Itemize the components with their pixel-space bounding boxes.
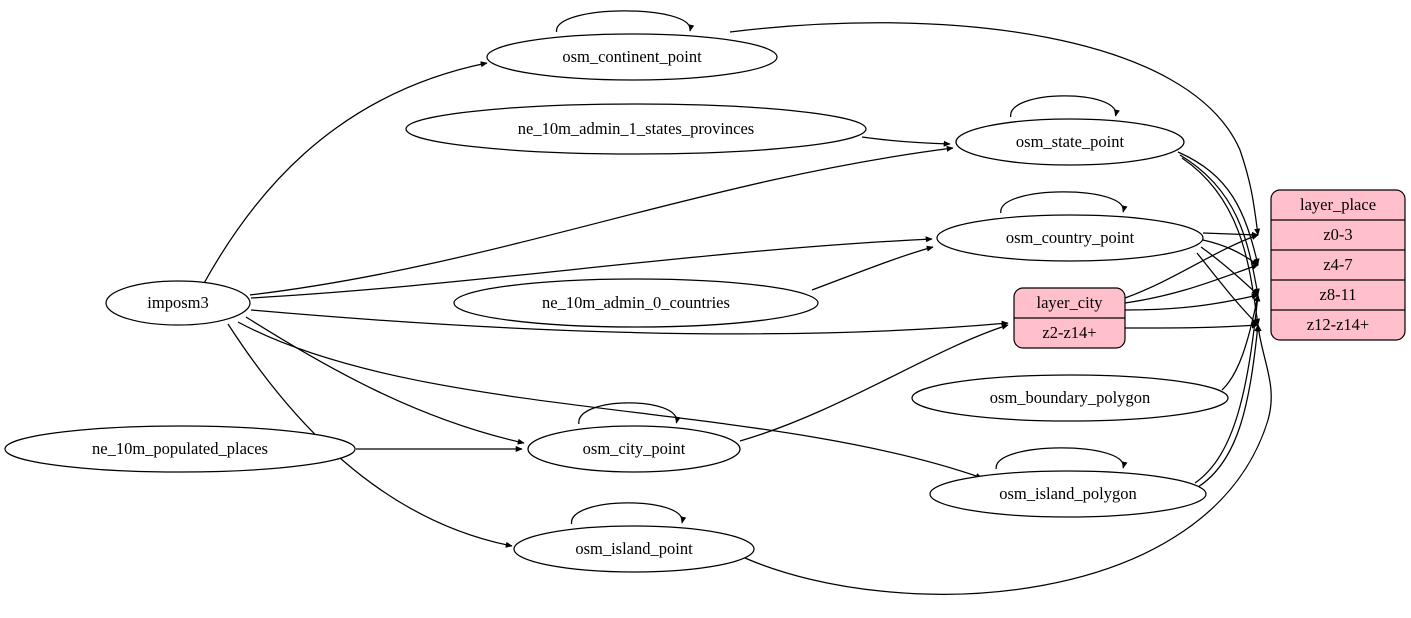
node-shape-osm_island_point <box>513 525 755 573</box>
edge-country-z4-7 <box>1202 239 1259 266</box>
node-label-osm_continent_point: osm_continent_point <box>562 47 702 66</box>
edge-islandpoint-z12-z14+ <box>744 324 1272 595</box>
self-loop-osm_island_polygon <box>995 447 1128 470</box>
node-layer_place[interactable]: layer_place z0-3 z4-7 z8-11 z12-z14+ <box>1270 189 1406 341</box>
node-shape-osm_city_point <box>527 425 741 473</box>
node-label-osm_island_polygon: osm_island_polygon <box>999 484 1137 503</box>
node-osm_boundary_polygon[interactable]: osm_boundary_polygon <box>911 374 1229 422</box>
node-osm_continent_point[interactable]: osm_continent_point <box>486 33 778 81</box>
edge-country-z8-11 <box>1200 246 1259 296</box>
node-shape-osm_state_point <box>955 118 1185 166</box>
self-loop-osm_state_point <box>1010 95 1120 118</box>
node-osm_island_polygon[interactable]: osm_island_polygon <box>929 470 1207 518</box>
node-osm_country_point[interactable]: osm_country_point <box>936 214 1204 262</box>
self-loop-osm_country_point <box>1000 191 1128 214</box>
self-loop-osm_island_point <box>570 502 687 525</box>
edge-admin1-state <box>861 136 951 147</box>
node-shape-imposm3 <box>105 280 251 326</box>
node-shape-osm_country_point <box>936 214 1204 262</box>
node-imposm3[interactable]: imposm3 <box>105 280 251 326</box>
record-row-layer_city-z2-z14-[interactable]: z2-z14+ <box>1042 323 1096 342</box>
edge-layercity-z4-7 <box>1124 264 1259 304</box>
record-row-layer_place-z12-z14-[interactable]: z12-z14+ <box>1307 315 1369 334</box>
node-label-ne_10m_admin_1_states_provinces: ne_10m_admin_1_states_provinces <box>518 119 754 138</box>
edge-city-layercity <box>739 324 1009 442</box>
node-shape-ne_10m_populated_places <box>4 425 356 473</box>
node-label-osm_island_point: osm_island_point <box>575 539 693 558</box>
edge-layercity-z8-11 <box>1124 293 1259 311</box>
edge-imposm3-state <box>249 145 954 296</box>
node-label-ne_10m_populated_places: ne_10m_populated_places <box>92 439 268 458</box>
edge-imposm3-islandpoint <box>227 323 513 548</box>
node-shape-osm_boundary_polygon <box>911 374 1229 422</box>
edge-admin0-country <box>811 245 934 291</box>
record-row-layer_place-z8-11[interactable]: z8-11 <box>1320 285 1357 304</box>
record-row-layer_place-layer-place[interactable]: layer_place <box>1300 195 1376 214</box>
edge-islandpoly-z12-z14+ <box>1197 324 1261 488</box>
edge-country-z0-3 <box>1202 231 1259 238</box>
edge-layercity-z12-z14+ <box>1124 322 1259 329</box>
edge-imposm3-continent <box>202 61 488 286</box>
record-row-layer_place-z0-3[interactable]: z0-3 <box>1323 225 1352 244</box>
self-loop-osm_city_point <box>578 402 681 425</box>
record-row-layer_place-z4-7[interactable]: z4-7 <box>1323 255 1352 274</box>
node-label-imposm3: imposm3 <box>147 293 208 312</box>
edge-state-z4-7 <box>1177 151 1260 266</box>
node-shape-osm_island_polygon <box>929 470 1207 518</box>
node-ne_10m_admin_0_countries[interactable]: ne_10m_admin_0_countries <box>453 278 819 328</box>
node-osm_island_point[interactable]: osm_island_point <box>513 525 755 573</box>
node-layer_city[interactable]: layer_city z2-z14+ <box>1013 287 1126 349</box>
record-row-layer_city-layer-city[interactable]: layer_city <box>1037 293 1104 312</box>
node-shape-osm_continent_point <box>486 33 778 81</box>
record-box-layer_place <box>1270 189 1406 341</box>
node-layer: imposm3 ne_10m_populated_places ne_10m_adm… <box>4 33 1406 573</box>
node-osm_city_point[interactable]: osm_city_point <box>527 425 741 473</box>
node-label-osm_state_point: osm_state_point <box>1016 132 1125 151</box>
node-label-osm_country_point: osm_country_point <box>1006 228 1135 247</box>
node-label-osm_city_point: osm_city_point <box>583 439 686 458</box>
edge-layer <box>202 10 1272 595</box>
self-loop-osm_continent_point <box>555 10 695 33</box>
edge-layercity-z0-3 <box>1124 234 1259 299</box>
edge-imposm3-city <box>245 316 525 445</box>
edge-imposm3-layercity <box>250 309 1009 335</box>
node-shape-ne_10m_admin_0_countries <box>453 278 819 328</box>
edge-continent-z0-3 <box>729 22 1261 236</box>
node-osm_state_point[interactable]: osm_state_point <box>955 118 1185 166</box>
edge-state-z12-z14+ <box>1181 157 1261 326</box>
node-label-ne_10m_admin_0_countries: ne_10m_admin_0_countries <box>542 293 730 312</box>
node-shape-ne_10m_admin_1_states_provinces <box>405 103 867 155</box>
node-ne_10m_populated_places[interactable]: ne_10m_populated_places <box>4 425 356 473</box>
edge-imposm3-country <box>250 236 933 299</box>
node-label-osm_boundary_polygon: osm_boundary_polygon <box>990 388 1150 407</box>
edge-country-z12-z14+ <box>1196 252 1259 326</box>
node-ne_10m_admin_1_states_provinces[interactable]: ne_10m_admin_1_states_provinces <box>405 103 867 155</box>
edge-state-z8-11 <box>1179 154 1260 296</box>
edge-boundarypoly-z8-11 <box>1221 294 1260 391</box>
edge-islandpoly-z8-11 <box>1194 294 1261 484</box>
